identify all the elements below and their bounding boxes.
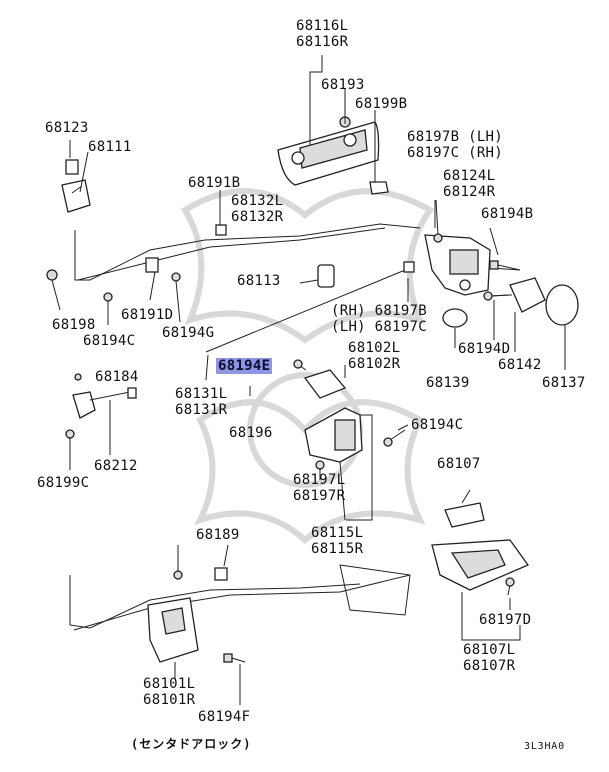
label-68194f: 68194F: [198, 709, 251, 725]
inside-handle-68111: [61, 159, 91, 213]
cap-68113: [317, 264, 335, 288]
label-68102: 68102L 68102R: [348, 340, 401, 372]
label-68197: 68197L 68197R: [293, 472, 346, 504]
label-68191b: 68191B: [188, 175, 241, 191]
screws: [223, 260, 521, 663]
label-68199c: 68199C: [37, 475, 90, 491]
label-68116: 68116L 68116R: [296, 18, 349, 50]
grommet-68139: [442, 308, 468, 328]
label-68142: 68142: [498, 357, 542, 373]
label-68107: 68107: [437, 456, 481, 472]
diagram-code: 3L3HA0: [524, 741, 565, 752]
label-68132: 68132L 68132R: [231, 193, 284, 225]
rods: [69, 223, 421, 631]
label-68197b-68197c-mid: (RH) 68197B (LH) 68197C: [331, 303, 428, 335]
label-68194g: 68194G: [162, 325, 215, 341]
label-68194b: 68194B: [481, 206, 534, 222]
door-lock-assembly-68124: [424, 199, 521, 296]
label-68123: 68123: [45, 120, 89, 136]
label-68189: 68189: [196, 527, 240, 543]
label-68199b: 68199B: [355, 96, 408, 112]
label-68212: 68212: [94, 458, 138, 474]
label-68113: 68113: [237, 273, 281, 289]
striker-68142: [487, 277, 546, 313]
label-68115: 68115L 68115R: [311, 525, 364, 557]
label-68124: 68124L 68124R: [443, 168, 496, 200]
label-68198: 68198: [52, 317, 96, 333]
label-68137: 68137: [542, 375, 586, 391]
label-68196: 68196: [229, 425, 273, 441]
label-68139: 68139: [426, 375, 470, 391]
label-68101: 68101L 68101R: [143, 676, 196, 708]
caption-center-door-lock: (センタドアロック): [131, 737, 252, 751]
label-68194c-left: 68194C: [83, 333, 136, 349]
label-68131: 68131L 68131R: [175, 386, 228, 418]
leader-lines: [51, 55, 566, 705]
label-68107l-68107r: 68107L 68107R: [463, 642, 516, 674]
actuator-68115: [304, 407, 363, 521]
clips: [46, 224, 415, 581]
outside-handle-68116: [277, 116, 389, 195]
label-68111: 68111: [88, 139, 132, 155]
label-68193: 68193: [321, 77, 365, 93]
center-lock-actuator-68101: [147, 570, 199, 663]
label-68191d: 68191D: [121, 307, 174, 323]
label-68194d: 68194D: [458, 341, 511, 357]
label-68194e-highlighted: 68194E: [216, 358, 273, 374]
label-68194c-right: 68194C: [411, 417, 464, 433]
bracket-68102: [303, 369, 347, 399]
washer-68137: [545, 284, 579, 326]
bezel-68107: [431, 502, 530, 591]
label-68197b-68197c: 68197B (LH) 68197C (RH): [407, 129, 504, 161]
label-68184: 68184: [95, 369, 139, 385]
door-check-68212: [65, 373, 137, 439]
label-68197d: 68197D: [479, 612, 532, 628]
door-panel-outline: [339, 564, 411, 616]
